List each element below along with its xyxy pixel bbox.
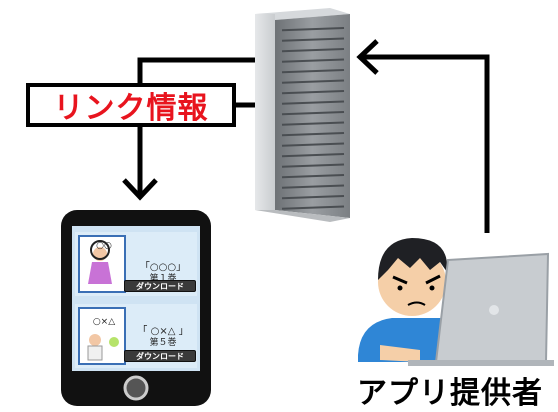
app-volume: 第５巻 <box>149 338 177 348</box>
server-slot <box>281 27 345 32</box>
server-slot <box>281 153 345 158</box>
server-slot <box>281 58 345 63</box>
server-slot <box>281 111 345 116</box>
server-slot <box>281 142 345 147</box>
hair <box>378 238 448 280</box>
home-button-icon <box>123 375 149 401</box>
smartphone-icon <box>61 210 211 406</box>
arrow-icon <box>356 39 379 75</box>
figure-body <box>87 345 103 361</box>
provider-to-server-arrow <box>356 39 490 233</box>
server-slot <box>281 48 345 53</box>
app-provider-label: アプリ提供者 <box>357 376 543 411</box>
server-slot <box>281 90 345 95</box>
laptop-icon <box>408 252 554 366</box>
download-button[interactable]: ダウンロード <box>124 350 196 362</box>
link-info-text: リンク情報 <box>53 91 209 126</box>
figure-dress <box>88 262 112 284</box>
server-to-phone-arrow <box>122 57 255 201</box>
server-slot <box>281 121 345 126</box>
server-slot <box>281 174 345 179</box>
server-slot <box>281 100 345 105</box>
server-slot <box>281 184 345 189</box>
server-slot <box>281 163 345 168</box>
server-slot <box>281 37 345 42</box>
figure-head <box>89 334 101 346</box>
app-title: 「 ○×△ 」 <box>137 326 189 337</box>
ball-icon <box>109 337 119 347</box>
download-button[interactable]: ダウンロード <box>124 280 196 292</box>
thumbnail-caption: ○○ <box>96 241 112 251</box>
server-slot <box>281 132 345 137</box>
app-volume: 第１巻 <box>149 274 177 284</box>
app-title: 「○○○」 <box>139 262 187 273</box>
thumbnail-caption: ○×△ <box>92 317 116 327</box>
arrow-icon <box>122 178 158 201</box>
link-info-label: リンク情報 <box>26 83 236 127</box>
server-slot <box>281 79 345 84</box>
server-slot <box>281 205 345 210</box>
server-slot <box>281 195 345 200</box>
hand <box>380 345 420 362</box>
server-icon <box>255 8 350 222</box>
server-slot <box>281 69 345 74</box>
